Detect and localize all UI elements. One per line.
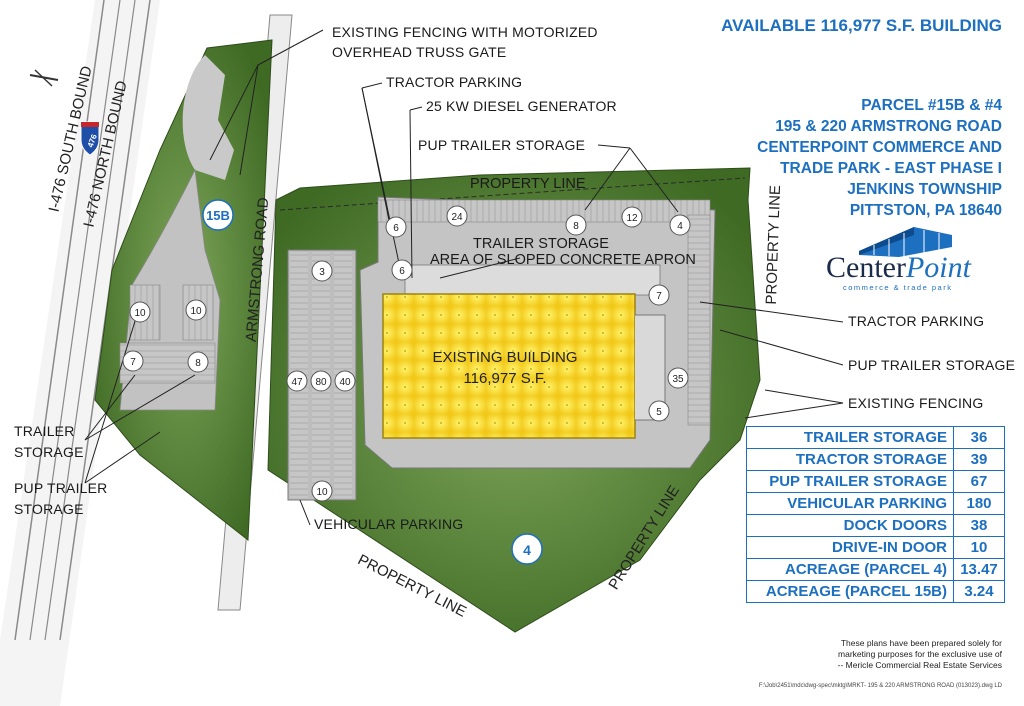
svg-text:12: 12 (626, 213, 638, 224)
existing-building (382, 293, 666, 439)
count-marker: 35 (667, 367, 689, 389)
svg-text:8: 8 (573, 221, 579, 232)
logo-tagline: commerce & trade park (843, 283, 953, 292)
svg-text:4: 4 (523, 542, 531, 558)
pup-storage-left-label: PUP TRAILER STORAGE (14, 480, 108, 517)
park-line: CENTERPOINT COMMERCE AND (757, 139, 1002, 156)
table-row: ACREAGE (PARCEL 15B)3.24 (746, 580, 1005, 603)
svg-text:6: 6 (393, 223, 399, 234)
property-address: PARCEL #15B & #4 195 & 220 ARMSTRONG ROA… (757, 95, 1002, 221)
svg-text:10: 10 (134, 308, 146, 319)
svg-text:3: 3 (319, 267, 325, 278)
trailer-storage-left-label: TRAILER STORAGE (14, 423, 84, 460)
street-line: 195 & 220 ARMSTRONG ROAD (775, 118, 1002, 135)
building-logo-icon (859, 227, 952, 257)
tractor-parking-right-label: TRACTOR PARKING (848, 313, 985, 329)
parcel-4-badge: 4 (511, 533, 543, 565)
count-marker: 6 (391, 259, 413, 281)
svg-text:47: 47 (291, 377, 303, 388)
count-marker: 7 (648, 284, 670, 306)
svg-text:40: 40 (339, 377, 351, 388)
count-marker: 10 (311, 480, 333, 502)
svg-text:80: 80 (315, 377, 327, 388)
count-marker: 24 (446, 205, 468, 227)
count-marker: 40 (334, 370, 356, 392)
sloped-apron-label: AREA OF SLOPED CONCRETE APRON (430, 252, 696, 268)
building-area-label: 116,977 S.F. (463, 370, 546, 387)
city-line: PITTSTON, PA 18640 (849, 202, 1002, 219)
count-marker: 47 (286, 370, 308, 392)
file-path: F:\Job\2451\mdc\dwg-spec\mktg\MRKT- 195 … (758, 683, 1002, 689)
count-marker: 10 (129, 301, 151, 323)
svg-text:7: 7 (656, 291, 662, 302)
property-line-right-label: PROPERTY LINE (763, 185, 784, 305)
centerpoint-logo: CenterPoint commerce & trade park (826, 225, 1001, 300)
building-name-label: EXISTING BUILDING (432, 349, 577, 366)
parcel-line: PARCEL #15B & #4 (861, 97, 1002, 114)
svg-text:10: 10 (316, 487, 328, 498)
generator-label: 25 KW DIESEL GENERATOR (426, 98, 617, 114)
count-marker: 7 (122, 350, 144, 372)
pup-storage-top-label: PUP TRAILER STORAGE (418, 137, 586, 153)
count-marker: 8 (565, 214, 587, 236)
svg-text:8: 8 (195, 358, 201, 369)
overpass-marker (29, 69, 59, 87)
headline: AVAILABLE 116,977 S.F. BUILDING (721, 16, 1002, 35)
interstate-shield-icon: 476 (80, 121, 100, 156)
count-marker: 5 (648, 400, 670, 422)
svg-text:15B: 15B (206, 208, 230, 223)
svg-text:4: 4 (677, 221, 683, 232)
logo-wordmark: CenterPoint (826, 251, 971, 284)
trailer-storage-label: TRAILER STORAGE (473, 236, 609, 252)
count-marker: 12 (621, 206, 643, 228)
fence-gate-label: EXISTING FENCING WITH MOTORIZED OVERHEAD… (332, 24, 598, 60)
count-marker: 3 (311, 260, 333, 282)
count-marker: 6 (385, 216, 407, 238)
leader-lines (84, 29, 844, 526)
count-marker: 8 (187, 351, 209, 373)
table-row: ACREAGE (PARCEL 4)13.47 (746, 558, 1005, 581)
svg-text:6: 6 (399, 266, 405, 277)
svg-text:24: 24 (451, 212, 463, 223)
count-marker: 80 (310, 370, 332, 392)
parcel-15b (94, 39, 273, 541)
vehicular-parking-label: VEHICULAR PARKING (314, 516, 464, 532)
township-line: JENKINS TOWNSHIP (847, 181, 1002, 198)
svg-text:35: 35 (672, 374, 684, 385)
count-marker: 4 (669, 214, 691, 236)
svg-text:10: 10 (190, 306, 202, 317)
count-marker: 10 (185, 299, 207, 321)
parcel-15b-badge: 15B (202, 199, 234, 231)
shield-number: 476 (86, 133, 99, 149)
tractor-parking-top-label: TRACTOR PARKING (386, 74, 523, 90)
phase-line: TRADE PARK - EAST PHASE I (780, 160, 1002, 177)
disclaimer: These plans have been prepared solely fo… (837, 638, 1002, 670)
count-markers: 10 10 7 8 6 24 8 12 4 6 3 7 35 5 47 80 4… (122, 205, 691, 502)
pup-storage-right-label: PUP TRAILER STORAGE (848, 357, 1016, 373)
svg-text:5: 5 (656, 407, 662, 418)
svg-text:7: 7 (130, 357, 136, 368)
existing-fencing-label: EXISTING FENCING (848, 395, 984, 411)
property-line-top-label: PROPERTY LINE (470, 176, 586, 192)
